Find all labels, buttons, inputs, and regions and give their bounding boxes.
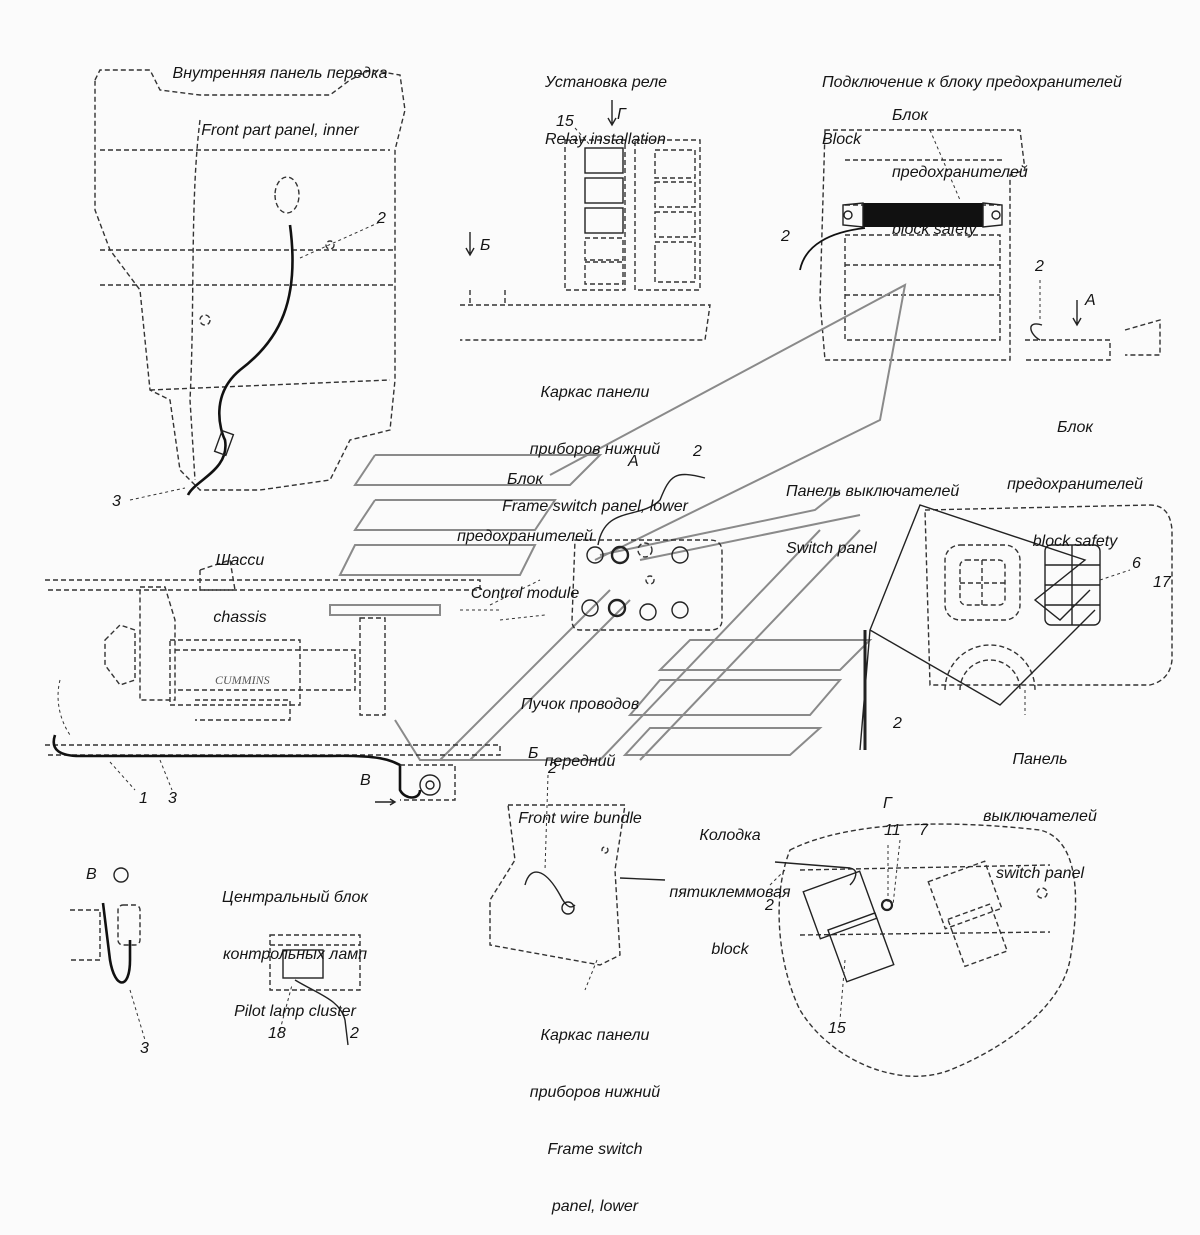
- callout-3-chassis: 3: [168, 790, 177, 807]
- front-panel-inner-label: Внутренняя панель передка Front part pan…: [145, 26, 415, 159]
- switch-panel-top-label: Панель выключателей Switch panel: [786, 444, 959, 577]
- view-marker-a-control: А: [628, 453, 639, 470]
- frame-switch-panel-drawing: [489, 774, 666, 991]
- callout-2-control: 2: [693, 443, 702, 460]
- front-wire-bundle-ru1: Пучок проводов: [520, 696, 640, 713]
- callout-2-fuse-right: 2: [1035, 258, 1044, 275]
- pilot-lamp-label: Центральный блок контрольных ламп Pilot …: [195, 850, 395, 1040]
- switch-panel-top-en: Switch panel: [786, 540, 877, 557]
- view-marker-a-fuse: А: [1085, 292, 1096, 309]
- switch-panel-top-ru: Панель выключателей: [786, 483, 960, 500]
- fuse-block-top-label: Блок предохранителей block safety: [892, 68, 1028, 258]
- control-module-drawing: [460, 473, 723, 631]
- frame-lower-top-ru1: Каркас панели: [540, 384, 650, 401]
- frame-lower-bottom-en1: Frame switch: [547, 1141, 643, 1158]
- detail-v-drawing: [70, 867, 146, 1041]
- chassis-ru: Шасси: [215, 552, 265, 569]
- switch-panel-right-ru2: выключателей: [983, 808, 1097, 825]
- chassis-label: Шасси chassis: [200, 513, 280, 646]
- switch-panel-right-label: Панель выключателей switch panel: [970, 712, 1110, 902]
- front-wire-bundle-en: Front wire bundle: [518, 810, 642, 827]
- callout-2-block: 2: [765, 897, 774, 914]
- frame-lower-top-ru2: приборов нижний: [529, 441, 661, 458]
- pilot-lamp-ru1: Центральный блок: [222, 889, 368, 906]
- five-terminal-block-ru2: пятиклеммовая: [669, 884, 791, 901]
- view-marker-v-detail: В: [86, 866, 97, 883]
- front-panel-inner-label-ru: Внутренняя панель передка: [172, 65, 388, 82]
- fuse-block-right-label: Блок предохранителей block safety: [980, 380, 1170, 570]
- fuse-block-top-ru1: Блок: [892, 107, 928, 124]
- switch-panel-right-en: switch panel: [995, 865, 1085, 882]
- five-terminal-block-en: block: [711, 941, 749, 958]
- frame-lower-top-label: Каркас панели приборов нижний Frame swit…: [480, 345, 710, 535]
- relay-installation-label-ru: Установка реле: [545, 74, 668, 91]
- callout-15-relay: 15: [556, 113, 574, 130]
- chassis-drawing: CUMMINS: [45, 559, 501, 806]
- chassis-en: chassis: [213, 609, 267, 626]
- control-module-ru1: Блок: [507, 471, 543, 488]
- callout-2-fuse: 2: [781, 228, 790, 245]
- view-marker-g-block: Г: [883, 795, 892, 812]
- frame-lower-bottom-ru1: Каркас панели: [540, 1027, 650, 1044]
- callout-18-pilot: 18: [268, 1025, 286, 1042]
- relay-installation-label: Установка реле Relay installation: [545, 35, 667, 168]
- callout-2-pilot: 2: [350, 1025, 359, 1042]
- view-marker-g-relay: Г: [617, 106, 626, 123]
- engine-brand-text: CUMMINS: [215, 673, 270, 687]
- fuse-block-right-ru2: предохранителей: [1007, 476, 1143, 493]
- fuse-connection-label: Подключение к блоку предохранителей Bloc…: [822, 35, 1122, 168]
- relay-installation-drawing: [460, 100, 711, 341]
- fuse-connection-label-ru: Подключение к блоку предохранителей: [822, 74, 1122, 91]
- wiring-diagram-drawing: CUMMINS: [45, 69, 1173, 1077]
- five-terminal-block-label: Колодка пятиклеммовая block: [660, 788, 800, 978]
- five-terminal-block-drawing: [769, 823, 1077, 1077]
- callout-7-block: 7: [919, 822, 928, 839]
- front-wire-bundle-label: Пучок проводов передний Front wire bundl…: [490, 657, 670, 847]
- switch-panel-right-ru1: Панель: [1012, 751, 1068, 768]
- callout-17-switch: 17: [1153, 574, 1171, 591]
- front-panel-inner-drawing: [94, 69, 406, 501]
- frame-lower-bottom-label: Каркас панели приборов нижний Frame swit…: [505, 988, 685, 1235]
- frame-lower-bottom-ru2: приборов нижний: [529, 1084, 661, 1101]
- fuse-block-right-en: block safety: [1032, 533, 1118, 550]
- control-module-label: Блок предохранителей Control module: [430, 432, 620, 622]
- callout-2-front-panel: 2: [377, 210, 386, 227]
- view-marker-b-frame: Б: [528, 745, 539, 762]
- fuse-block-top-ru2: предохранителей: [892, 164, 1028, 181]
- fuse-connection-label-en: Block: [822, 131, 862, 148]
- switch-panel-drawing: [859, 504, 1173, 751]
- control-module-en: Control module: [470, 585, 580, 602]
- relay-installation-label-en: Relay installation: [545, 131, 666, 148]
- callout-lines: [329, 283, 907, 761]
- pilot-lamp-en: Pilot lamp cluster: [234, 1003, 356, 1020]
- callout-2-frame: 2: [548, 760, 557, 777]
- fuse-block-top-en: block safety: [892, 221, 977, 238]
- fuse-block-right-ru1: Блок: [1057, 419, 1093, 436]
- view-marker-b-relay: Б: [480, 237, 491, 254]
- view-marker-v-chassis: В: [360, 772, 371, 789]
- fuse-block-connection-drawing: [799, 129, 1161, 361]
- callout-3-front-panel: 3: [112, 493, 121, 510]
- frame-lower-bottom-en2: panel, lower: [551, 1198, 639, 1215]
- callout-15-block: 15: [828, 1020, 846, 1037]
- callout-6-switch: 6: [1132, 555, 1141, 572]
- pilot-lamp-drawing: [269, 934, 361, 1046]
- front-panel-inner-label-en: Front part panel, inner: [201, 122, 359, 139]
- frame-lower-top-en: Frame switch panel, lower: [502, 498, 688, 515]
- callout-1-chassis: 1: [139, 790, 148, 807]
- control-module-ru2: предохранителей: [457, 528, 593, 545]
- callout-11-block: 11: [884, 822, 901, 839]
- callout-2-switch: 2: [893, 715, 902, 732]
- callout-3-detail-v: 3: [140, 1040, 149, 1057]
- pilot-lamp-ru2: контрольных ламп: [222, 946, 367, 963]
- five-terminal-block-ru1: Колодка: [699, 827, 761, 844]
- front-wire-bundle-ru2: передний: [544, 753, 616, 770]
